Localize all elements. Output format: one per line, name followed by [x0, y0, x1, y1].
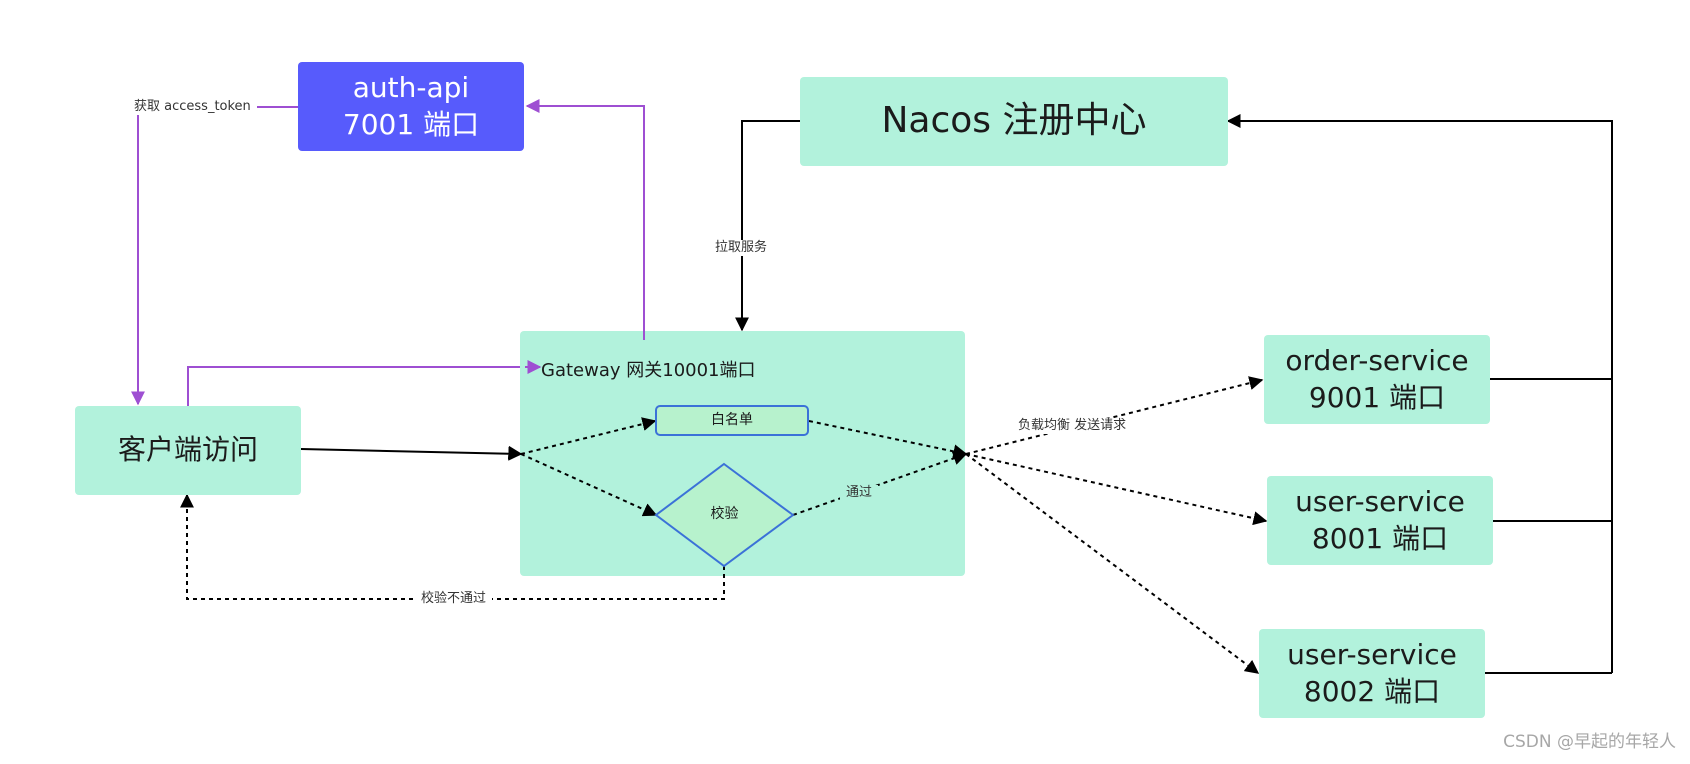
- nacos-label: Nacos 注册中心: [881, 100, 1147, 142]
- whitelist-label: 白名单: [711, 412, 753, 428]
- edge-client-to-gateway-title: [187, 360, 542, 406]
- edge-label-pass: 通过: [840, 485, 879, 501]
- edge-verify-pass-inner: [792, 451, 968, 516]
- order-service-node: order-service 9001 端口: [1264, 335, 1490, 424]
- auth-api-name: auth-api: [352, 71, 470, 105]
- edge-lb-to-user1: [965, 453, 1268, 526]
- auth-api-node: auth-api 7001 端口: [298, 62, 524, 151]
- user-service-8001-node: user-service 8001 端口: [1267, 476, 1493, 565]
- edge-label-verify-fail: 校验不通过: [415, 591, 493, 607]
- user-service-8002-port: 8002 端口: [1303, 674, 1441, 708]
- edge-pull-services: [735, 120, 800, 332]
- order-service-name: order-service: [1285, 344, 1469, 378]
- edge-verify-fail: [180, 493, 725, 600]
- user-service-8002-node: user-service 8002 端口: [1259, 629, 1485, 718]
- client-label: 客户端访问: [117, 433, 258, 467]
- edge-whitelist-to-lb-inner: [808, 420, 968, 459]
- nacos-node: Nacos 注册中心: [800, 77, 1228, 166]
- edge-register-to-nacos: [1226, 114, 1613, 673]
- verify-diamond: [654, 462, 795, 568]
- edge-label-get-token: 获取 access_token: [128, 99, 257, 115]
- user-service-8001-port: 8001 端口: [1311, 521, 1449, 555]
- auth-api-port: 7001 端口: [342, 107, 480, 141]
- edge-label-load-balance: 负载均衡 发送请求: [1012, 418, 1133, 434]
- edge-gateway-to-auth: [525, 99, 645, 340]
- edge-label-pull-services: 拉取服务: [709, 240, 774, 256]
- verify-label: 校验: [710, 506, 739, 522]
- order-service-port: 9001 端口: [1308, 380, 1446, 414]
- watermark: CSDN @早起的年轻人: [1503, 732, 1676, 752]
- edge-lb-to-order: [965, 376, 1264, 455]
- edge-lb-to-user2: [965, 453, 1260, 674]
- edge-to-verify-inner: [520, 453, 658, 517]
- edge-client-to-gateway-inner: [507, 445, 523, 460]
- gateway-title: Gateway 网关10001端口: [541, 360, 756, 381]
- client-node: 客户端访问: [75, 406, 301, 495]
- edge-client-to-gateway: [300, 446, 523, 461]
- user-service-8002-name: user-service: [1287, 638, 1457, 672]
- edge-to-whitelist-inner: [520, 417, 657, 455]
- user-service-8001-name: user-service: [1295, 485, 1465, 519]
